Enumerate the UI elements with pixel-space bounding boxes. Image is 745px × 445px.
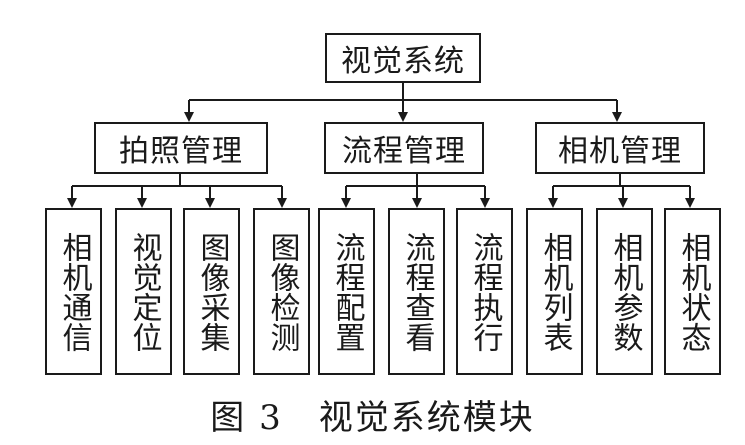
leaf-node-label: 视觉定位	[126, 231, 162, 352]
leaf-node-label: 相机状态	[675, 231, 711, 352]
leaf-node-visual-positioning: 视觉定位	[115, 208, 172, 375]
leaf-node-label: 相机参数	[607, 231, 643, 352]
group-node-label: 流程管理	[342, 134, 466, 169]
leaf-node-image-acquisition: 图像采集	[183, 208, 240, 375]
leaf-node-process-view: 流程查看	[388, 208, 445, 375]
leaf-node-image-detection: 图像检测	[253, 208, 310, 375]
group-node-label: 相机管理	[558, 134, 682, 169]
leaf-node-process-execute: 流程执行	[456, 208, 513, 375]
leaf-node-label: 相机列表	[537, 231, 573, 352]
leaf-node-camera-status: 相机状态	[664, 208, 721, 375]
leaf-node-camera-communication: 相机通信	[45, 208, 102, 375]
root-node-label: 视觉系统	[341, 44, 465, 79]
leaf-node-camera-parameters: 相机参数	[596, 208, 653, 375]
leaf-node-label: 图像检测	[264, 231, 300, 352]
leaf-node-label: 流程查看	[399, 231, 435, 352]
leaf-node-label: 图像采集	[194, 231, 230, 352]
leaf-node-label: 相机通信	[56, 231, 92, 352]
group-node-photo-management: 拍照管理	[94, 122, 268, 174]
root-node: 视觉系统	[325, 33, 481, 83]
group-node-process-management: 流程管理	[324, 122, 484, 174]
leaf-node-camera-list: 相机列表	[526, 208, 583, 375]
group-node-label: 拍照管理	[119, 134, 243, 169]
leaf-node-label: 流程执行	[467, 231, 503, 352]
group-node-camera-management: 相机管理	[535, 122, 705, 174]
leaf-node-label: 流程配置	[329, 231, 365, 352]
figure-caption: 图 3 视觉系统模块	[210, 398, 535, 438]
leaf-node-process-config: 流程配置	[318, 208, 375, 375]
